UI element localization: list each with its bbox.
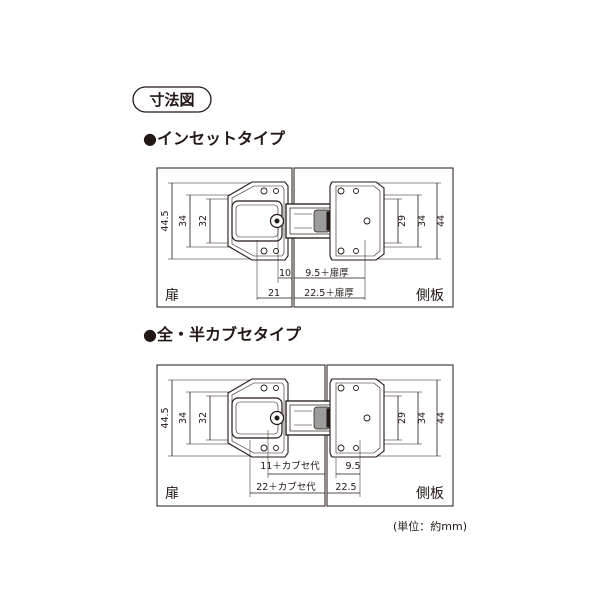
bottom-dimension-lines: [249, 430, 361, 497]
left-dimension-lines: [168, 182, 250, 260]
title-badge: 寸法図: [132, 86, 212, 113]
side-label: 側板: [416, 288, 444, 304]
section-heading: ●全・半カブセタイプ: [143, 325, 302, 344]
dim-bottom-b: 9.5: [345, 461, 360, 472]
dim-bottom-a: 10: [279, 268, 291, 279]
dim-bottom-d: 22.5＋扉厚: [304, 287, 354, 299]
dim-right-mid: 34: [417, 215, 428, 227]
section-heading: ●インセットタイプ: [143, 129, 286, 148]
dim-right-mid: 34: [417, 412, 428, 424]
dim-bottom-d: 22.5: [335, 482, 356, 493]
side-label: 側板: [416, 486, 444, 502]
dim-right-outer: 44: [436, 215, 447, 227]
door-label: 扉: [165, 486, 179, 502]
dim-left-mid: 34: [178, 412, 189, 424]
door-label: 扉: [165, 288, 179, 304]
title-badge-label: 寸法図: [149, 91, 194, 109]
dim-right-outer: 44: [436, 412, 447, 424]
dim-left-outer: 44.5: [160, 210, 171, 231]
dim-right-inner: 29: [397, 412, 408, 424]
dim-left-mid: 34: [178, 215, 189, 227]
dim-bottom-b: 9.5＋扉厚: [305, 267, 349, 279]
dim-left-outer: 44.5: [160, 407, 171, 428]
dim-right-inner: 29: [397, 215, 408, 227]
dim-left-inner: 32: [198, 215, 209, 227]
hinge-drawing: [227, 181, 385, 261]
bottom-dimension-lines: [256, 228, 366, 300]
left-dimension-lines: [168, 379, 250, 457]
dim-bottom-c: 22＋カブセ代: [256, 481, 316, 493]
dim-bottom-a: 11＋カブセ代: [260, 460, 320, 472]
section-inset: ●インセットタイプ 44.5 34 32: [143, 129, 454, 308]
dim-bottom-c: 21: [268, 288, 280, 299]
dim-left-inner: 32: [198, 412, 209, 424]
unit-note: (単位：約mm): [393, 519, 467, 533]
section-overlay: ●全・半カブセタイプ 44.5 34 32 29: [143, 325, 454, 507]
hinge-drawing: [227, 378, 385, 458]
